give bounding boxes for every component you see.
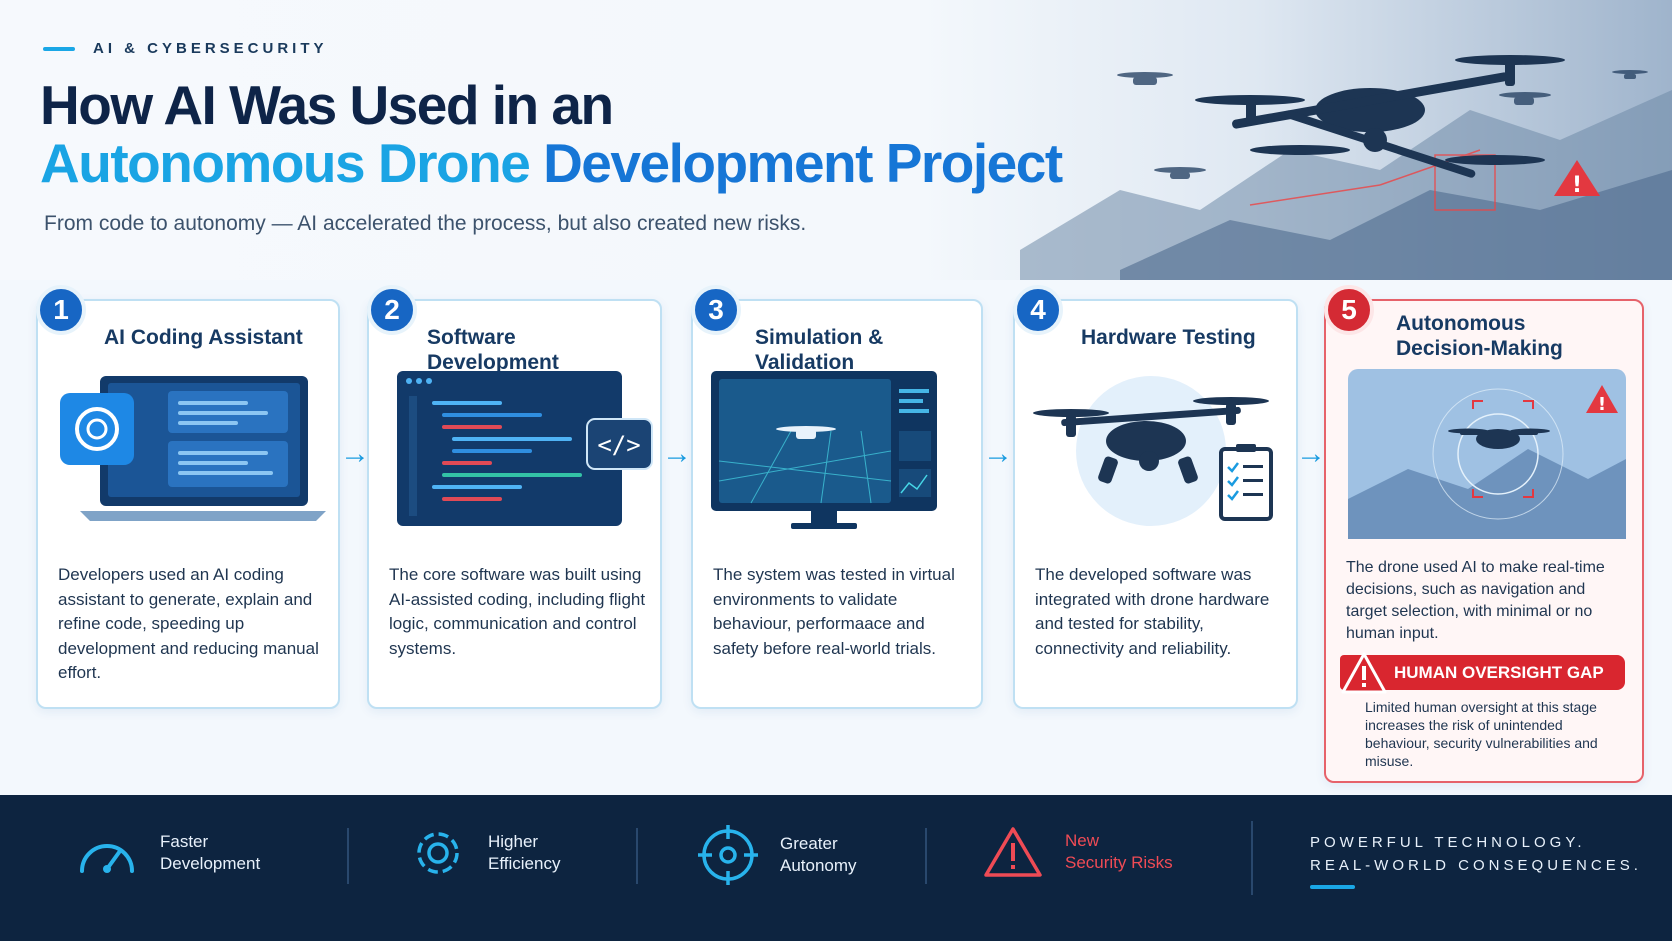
target-radar-illustration: ! bbox=[1348, 369, 1626, 539]
footer-divider bbox=[636, 828, 638, 884]
footer-bar: Faster Development Higher Efficiency Gre… bbox=[0, 795, 1672, 941]
title-line-2: Autonomous Drone Development Project bbox=[40, 132, 1063, 194]
page-title: How AI Was Used in an Autonomous Drone D… bbox=[40, 74, 1063, 194]
step-title: Autonomous Decision-Making bbox=[1396, 312, 1563, 360]
footer-divider bbox=[347, 828, 349, 884]
feature-higher-efficiency: Higher Efficiency bbox=[410, 825, 560, 881]
speedometer-icon bbox=[80, 844, 134, 873]
drone-checklist-illustration bbox=[1033, 376, 1273, 526]
tagline-accent-bar bbox=[1310, 885, 1355, 889]
feature-label: Faster Development bbox=[160, 831, 260, 875]
subtitle: From code to autonomy — AI accelerated t… bbox=[44, 212, 807, 235]
step-number-badge: 4 bbox=[1013, 285, 1063, 335]
step-number-badge: 1 bbox=[36, 285, 86, 335]
step-description: The system was tested in virtual environ… bbox=[713, 565, 955, 658]
eyebrow-label: AI & CYBERSECURITY bbox=[93, 40, 328, 57]
warning-triangle-icon bbox=[984, 827, 1042, 877]
step-card-ai-coding-assistant: 1 AI Coding Assistant Developers used an… bbox=[36, 285, 340, 709]
feature-label-line2: Efficiency bbox=[488, 854, 561, 873]
step-description: The drone used AI to make real-time deci… bbox=[1346, 559, 1605, 642]
feature-label-line1: New bbox=[1065, 831, 1100, 850]
feature-label-line1: Faster bbox=[160, 832, 209, 851]
footer-divider bbox=[925, 828, 927, 884]
svg-text:!: ! bbox=[1598, 394, 1606, 415]
step-description: Developers used an AI coding assistant t… bbox=[58, 565, 319, 682]
feature-label-line2: Autonomy bbox=[780, 856, 857, 875]
feature-label-line2: Development bbox=[160, 854, 261, 873]
feature-new-security-risks: New Security Risks bbox=[983, 825, 1173, 879]
title-highlight-1: Autonomous Drone bbox=[40, 132, 531, 194]
arrow-right-icon: → bbox=[662, 437, 692, 470]
drone-swarm-illustration: ! bbox=[1020, 55, 1672, 280]
eyebrow-accent-bar bbox=[43, 46, 75, 51]
svg-text:!: ! bbox=[1572, 173, 1582, 198]
crosshair-icon bbox=[698, 825, 758, 885]
svg-text:</>: </> bbox=[597, 431, 640, 459]
step-title: Simulation & Validation bbox=[755, 326, 884, 374]
title-highlight-2: Development Project bbox=[543, 132, 1063, 194]
arrow-right-icon: → bbox=[1296, 437, 1326, 470]
simulation-monitor-illustration bbox=[711, 371, 937, 529]
step-title: Hardware Testing bbox=[1081, 326, 1256, 349]
footer-tagline: POWERFUL TECHNOLOGY. REAL-WORLD CONSEQUE… bbox=[1310, 831, 1642, 877]
gear-icon bbox=[417, 832, 459, 874]
feature-label: Greater Autonomy bbox=[780, 833, 857, 877]
step-card-simulation-validation: 3 Simulation & Validation The system was… bbox=[691, 285, 983, 709]
feature-label-line2: Security Risks bbox=[1065, 853, 1173, 872]
feature-label: Higher Efficiency bbox=[488, 831, 560, 875]
feature-greater-autonomy: Greater Autonomy bbox=[698, 825, 857, 885]
step-description: The core software was built using AI-ass… bbox=[389, 565, 646, 658]
feature-label-line1: Higher bbox=[488, 832, 539, 851]
step-card-hardware-testing: 4 Hardware Testing The developed softwar bbox=[1013, 285, 1298, 709]
feature-faster-development: Faster Development bbox=[76, 825, 260, 881]
step-title: Software Development bbox=[427, 326, 559, 374]
warning-triangle-icon bbox=[1341, 652, 1387, 694]
laptop-chat-illustration bbox=[60, 376, 326, 521]
code-editor-illustration: </> bbox=[397, 371, 653, 526]
title-line-1: How AI Was Used in an bbox=[40, 74, 614, 136]
arrow-right-icon: → bbox=[340, 437, 370, 470]
step-number-badge: 5 bbox=[1324, 285, 1374, 335]
eyebrow: AI & CYBERSECURITY bbox=[43, 40, 328, 57]
step-card-software-development: 2 Software Development </> The core soft… bbox=[367, 285, 662, 709]
human-oversight-gap-banner: HUMAN OVERSIGHT GAP bbox=[1340, 655, 1625, 690]
step-card-autonomous-decision-making: 5 Autonomous Decision-Making ! The drone… bbox=[1324, 285, 1644, 783]
step-title: AI Coding Assistant bbox=[104, 326, 303, 349]
tagline-line2: REAL-WORLD CONSEQUENCES. bbox=[1310, 857, 1642, 874]
arrow-right-icon: → bbox=[983, 437, 1013, 470]
tagline-line1: POWERFUL TECHNOLOGY. bbox=[1310, 834, 1586, 851]
step-number-badge: 3 bbox=[691, 285, 741, 335]
oversight-gap-description: Limited human oversight at this stage in… bbox=[1365, 699, 1598, 769]
footer-divider bbox=[1251, 821, 1253, 895]
step-number-badge: 2 bbox=[367, 285, 417, 335]
step-description: The developed software was integrated wi… bbox=[1035, 565, 1270, 658]
feature-label: New Security Risks bbox=[1065, 830, 1173, 874]
hero-background: ! bbox=[0, 0, 1672, 280]
feature-label-line1: Greater bbox=[780, 834, 838, 853]
